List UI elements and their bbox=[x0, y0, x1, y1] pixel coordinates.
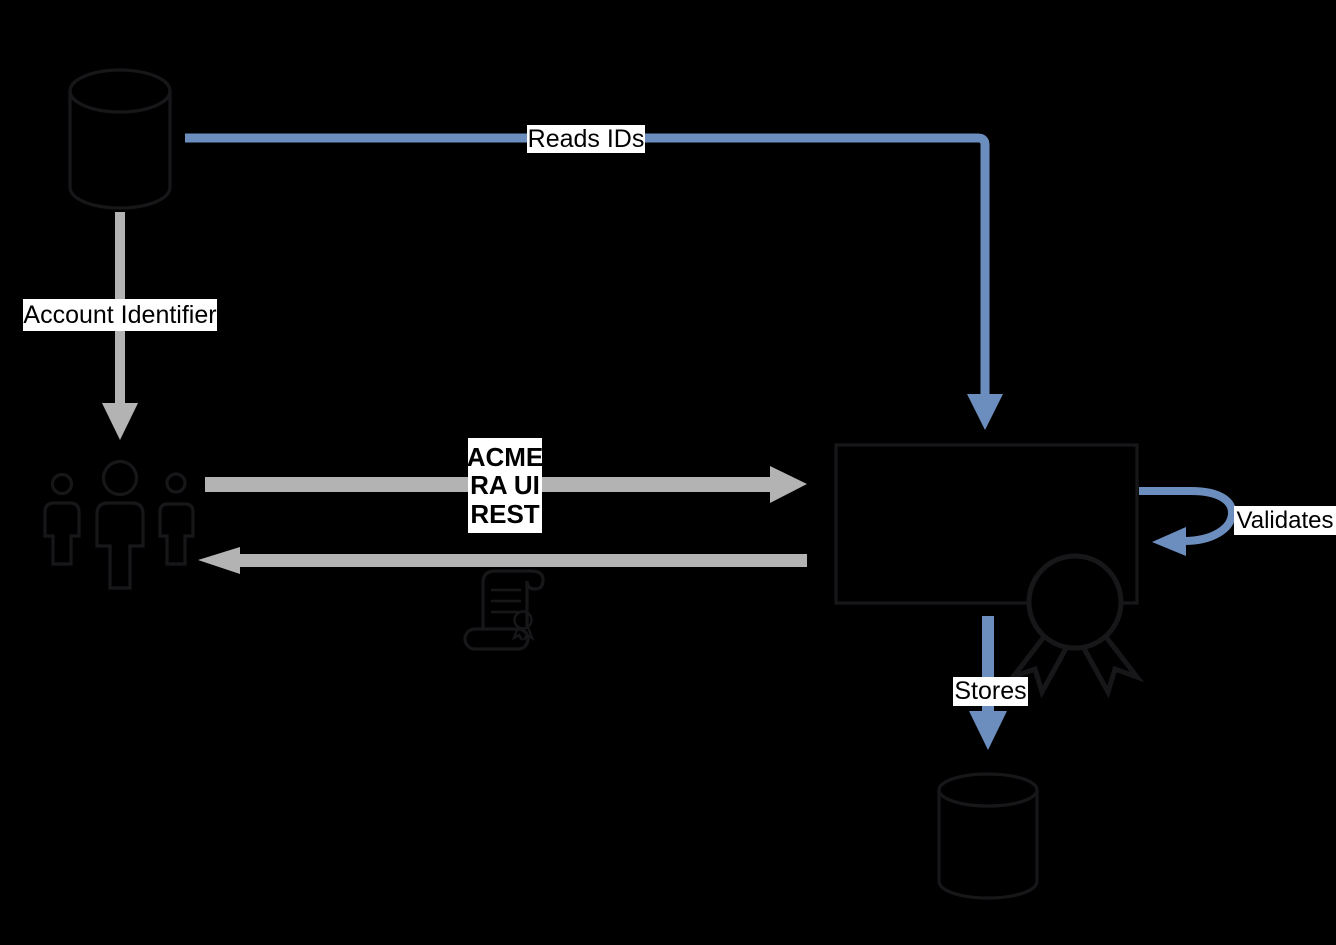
reads-ids-label: Reads IDs bbox=[527, 124, 645, 153]
account-identifier-label: Account Identifier bbox=[23, 299, 217, 331]
validates-label: Validates bbox=[1234, 506, 1336, 535]
response-arrow bbox=[198, 547, 807, 574]
acme-label-line1: ACME bbox=[466, 442, 544, 473]
acme-label-line3: REST bbox=[470, 498, 540, 529]
acme-ra-ui-rest-label: ACME RA UI REST bbox=[466, 438, 544, 533]
award-ribbon-icon bbox=[1005, 553, 1145, 699]
scroll-certificate-icon bbox=[463, 569, 545, 651]
validates-loop-arrow bbox=[1139, 487, 1236, 556]
database-cylinder-icon bbox=[68, 68, 172, 210]
reads-ids-arrow bbox=[185, 133, 1003, 430]
acme-label-line2: RA UI bbox=[470, 470, 540, 501]
database-cylinder-icon bbox=[937, 772, 1039, 900]
stores-label: Stores bbox=[953, 677, 1028, 706]
user-group-icon bbox=[43, 459, 195, 590]
